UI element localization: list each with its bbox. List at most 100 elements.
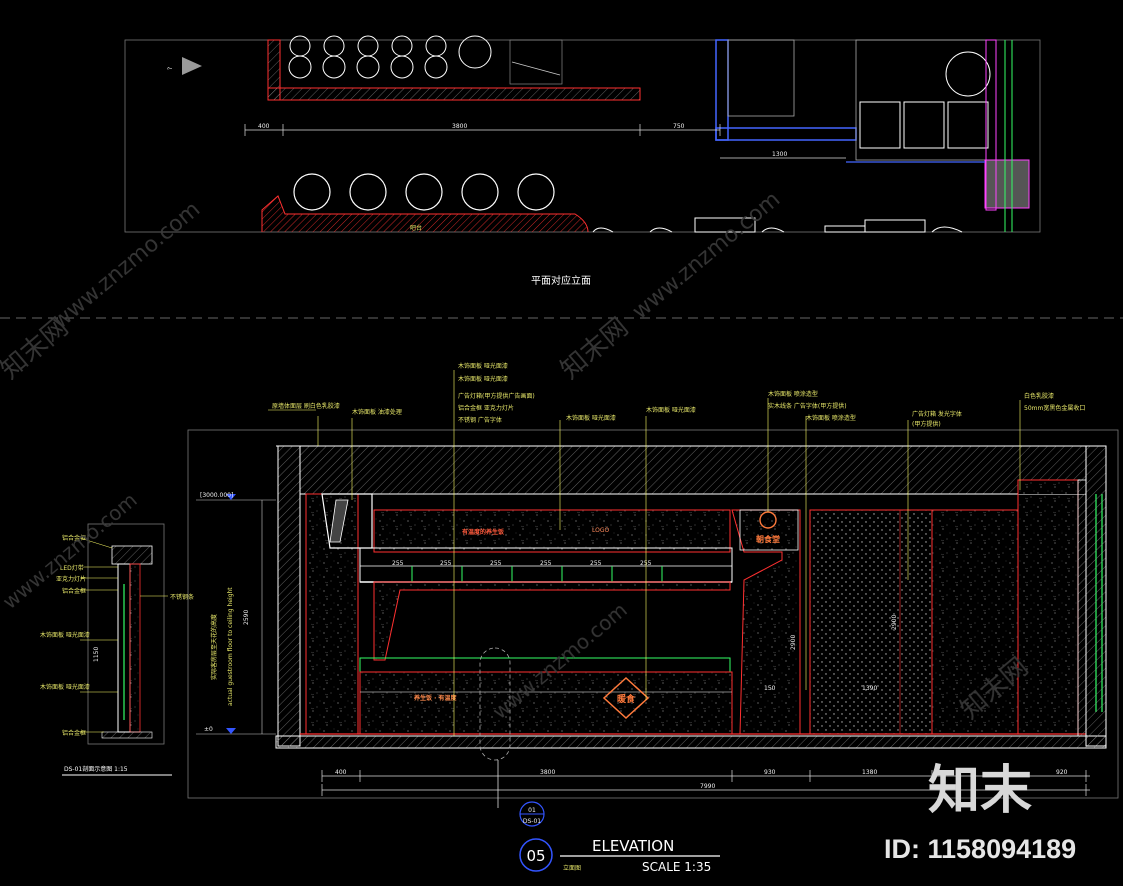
- callout-15: 白色乳胶漆: [1024, 392, 1054, 400]
- callout-4: 木饰面板 哑光面漆: [458, 375, 508, 383]
- detail-label-3: 亚克力灯片: [56, 575, 86, 583]
- side-dim-3: 150: [764, 685, 776, 692]
- floor-slab: [275, 735, 1107, 749]
- perforated-panel: [809, 509, 933, 735]
- callout-14: (甲方提供): [912, 420, 941, 428]
- bottom-dim-5: 920: [1056, 769, 1068, 776]
- wall-panel-right: [931, 509, 1019, 735]
- plan-chairs: [592, 217, 963, 233]
- level-markers: [3000.000] ±0 2590 实际客房层至天花的高度 actual gu…: [196, 492, 276, 735]
- elevation-number: 05: [526, 847, 545, 865]
- elevation-title: ELEVATION: [592, 837, 674, 855]
- side-dim-2: 2900: [891, 615, 898, 630]
- callout-6: 铝合金框 亚克力灯片: [458, 404, 514, 412]
- detail-dim: 1150: [93, 647, 100, 662]
- detail-label-1: 铝合金框: [62, 534, 86, 542]
- watermark-site-1: www.znzmo.com: [48, 197, 205, 335]
- callout-3: 木饰面板 哑光面漆: [458, 362, 508, 370]
- bottom-dim-3: 930: [764, 769, 776, 776]
- detail-label-8: 铝合金框: [62, 729, 86, 737]
- callout-8: 木饰面板 哑光面漆: [566, 414, 616, 422]
- elevation-drawing: 255 255 255 255 255 255 有温度的养生饭 LOGO 养生饭…: [187, 362, 1119, 874]
- direction-arrow-icon: [182, 57, 202, 75]
- bottom-dimension-lines: [321, 770, 1090, 796]
- sign-upper-en: LOGO: [592, 527, 610, 534]
- sign-lower-text: 养生饭 · 有温度: [413, 694, 457, 702]
- section-detail: 铝合金框 LED灯带 亚克力灯片 铝合金框 不锈钢条 木饰面板 哑光面漆 木饰面…: [40, 523, 194, 776]
- plan-wall-bottom: [267, 87, 641, 101]
- detail-caption: DS-01剖面示意图 1:15: [64, 765, 128, 773]
- shelf-dim-5: 255: [590, 560, 602, 567]
- callout-16: 50mm宽黑色金属收口: [1024, 404, 1085, 412]
- watermark-brand-2: 知末网: [555, 312, 634, 385]
- section-reference: 01 DS-01: [519, 801, 545, 827]
- logo-right-text: 朝食堂: [756, 534, 780, 544]
- bottom-dim-4: 1380: [862, 769, 877, 776]
- detail-label-7: 木饰面板 哑光面漆: [40, 683, 90, 691]
- section-ref-top: 01: [528, 807, 536, 814]
- elevation-subtitle: 立面图: [563, 864, 581, 872]
- plan-stools-upper: [288, 35, 492, 79]
- callout-9: 木饰面板 哑光面漆: [646, 406, 696, 414]
- vertical-note-cn: 实际客房层至天花的高度: [210, 614, 218, 680]
- bar-counter-front: [359, 671, 733, 735]
- logo-lower-text: 暖食: [617, 693, 636, 705]
- bottom-dim-1: 400: [335, 769, 347, 776]
- detail-label-4: 铝合金框: [62, 587, 86, 595]
- plan-bar-label: 吧台: [410, 224, 422, 232]
- shelf-dim-4: 255: [540, 560, 552, 567]
- callout-5: 广告灯箱(甲方提供广告画面): [458, 392, 535, 400]
- shelf-dim-3: 255: [490, 560, 502, 567]
- callout-7: 不锈钢 广告字体: [458, 416, 502, 424]
- plan-dim-750: 750: [673, 123, 685, 130]
- elevation-frame: [187, 429, 1119, 799]
- plan-dim-400: 400: [258, 123, 270, 130]
- back-panel-mid: [373, 581, 731, 661]
- callout-12: 木饰面板 喷涂造型: [806, 414, 856, 422]
- watermark-logo: 知末: [928, 761, 1032, 821]
- bottom-dim-total: 7990: [700, 783, 715, 790]
- watermark-brand-1: 知末网: [0, 312, 74, 385]
- detail-label-5: 不锈钢条: [170, 593, 194, 601]
- elevation-title-block: 05 ELEVATION 立面图 SCALE 1:35: [519, 837, 720, 874]
- detail-label-2: LED灯带: [60, 564, 84, 572]
- floor-plan: ?: [124, 35, 1041, 233]
- plan-right-rooms: [715, 39, 1030, 232]
- sign-upper-text: 有温度的养生饭: [462, 528, 504, 536]
- shelf-dim-2: 255: [440, 560, 452, 567]
- plan-caption: 平面对应立面: [531, 274, 591, 287]
- callout-leaders: [268, 370, 1021, 736]
- light-box-section: [321, 493, 373, 549]
- plan-dimension-line: [244, 124, 846, 159]
- height-total: 2590: [243, 610, 250, 625]
- callout-1: 原墙体面层 刷白色乳胶漆: [272, 402, 340, 410]
- bottom-dim-2: 3800: [540, 769, 555, 776]
- side-dim-1: 2900: [790, 635, 797, 650]
- watermark-site-2: www.znzmo.com: [628, 187, 785, 325]
- section-ref-bottom: DS-01: [523, 818, 541, 825]
- level-bottom-label: ±0: [204, 726, 213, 733]
- callout-13: 广告灯箱 发光字体: [912, 410, 962, 418]
- side-dim-4: 1390: [862, 685, 877, 692]
- ceiling-slab: [299, 445, 1087, 495]
- plan-stools-lower: [293, 173, 555, 211]
- level-top-label: [3000.000]: [200, 492, 233, 499]
- plan-bar-counter: [261, 195, 589, 233]
- logo-emblem-lower: 暖食: [602, 676, 650, 720]
- left-wall-section: [277, 445, 301, 747]
- plan-axis-label: ?: [167, 67, 174, 70]
- watermark-id: ID: 1158094189: [884, 834, 1076, 864]
- callout-labels: 原墙体面层 刷白色乳胶漆 木饰面板 油漆处理 木饰面板 哑光面漆 木饰面板 哑光…: [272, 362, 1085, 428]
- section-cut-marker: [479, 647, 511, 761]
- vertical-note-en: actual guestroom floor to ceiling height: [227, 587, 234, 706]
- elevation-scale: SCALE 1:35: [642, 860, 711, 874]
- callout-10: 木饰面板 喷涂造型: [768, 390, 818, 398]
- callout-11: 实木线条 广告字体(甲方提供): [768, 402, 847, 410]
- plan-dim-1300: 1300: [772, 151, 787, 158]
- shelf-dim-1: 255: [392, 560, 404, 567]
- detail-label-6: 木饰面板 哑光面漆: [40, 631, 90, 639]
- callout-2: 木饰面板 油漆处理: [352, 408, 402, 416]
- signboard-upper: [373, 509, 731, 553]
- plan-dim-3800: 3800: [452, 123, 467, 130]
